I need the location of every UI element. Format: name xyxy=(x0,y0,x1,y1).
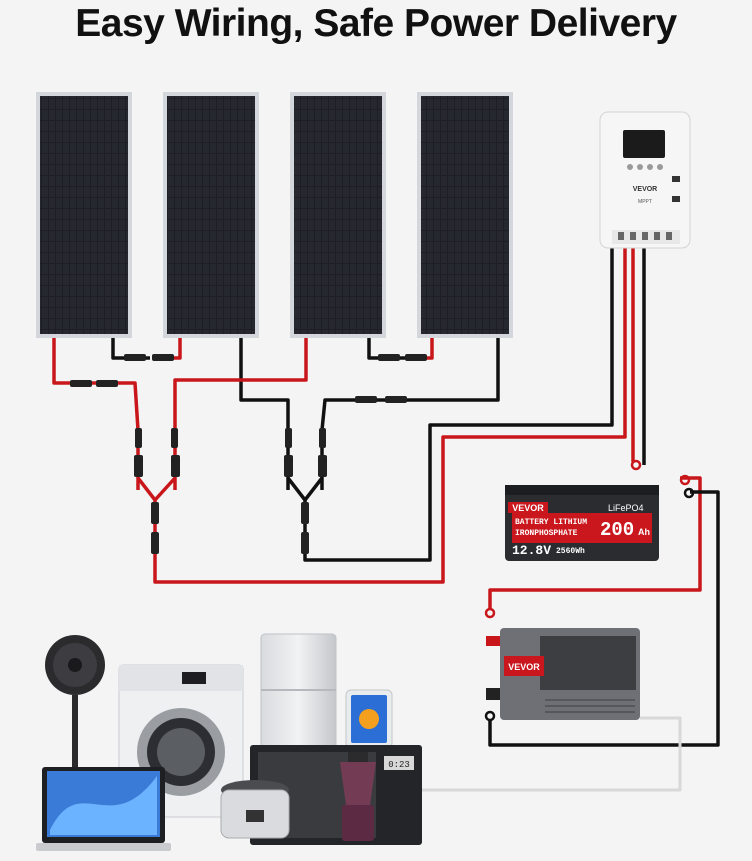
fan-icon xyxy=(45,635,105,780)
microwave-clock: 0:23 xyxy=(388,760,410,770)
page-title: Easy Wiring, Safe Power Delivery xyxy=(75,2,677,45)
battery-capacity-unit: Ah xyxy=(638,527,650,537)
inverter-brand: VEVOR xyxy=(508,662,540,672)
tablet-icon xyxy=(345,689,393,749)
battery-capacity: 200 xyxy=(600,519,634,541)
solar-panel-icon xyxy=(36,92,132,338)
ring-terminals xyxy=(484,459,695,722)
inverter-icon xyxy=(486,628,640,720)
charge-controller-icon xyxy=(599,111,691,249)
wire-black xyxy=(286,476,324,502)
solar-panel-icon xyxy=(163,92,259,338)
battery-line2: IRONPHOSPHATE xyxy=(515,529,578,538)
wire-red xyxy=(488,476,702,610)
wire-ac xyxy=(420,716,682,792)
rice-cooker-icon xyxy=(220,780,290,839)
battery-chem: LiFePO4 xyxy=(608,503,644,513)
laptop-icon xyxy=(36,767,171,851)
wire-red xyxy=(136,476,177,502)
wire-red xyxy=(153,248,627,584)
controller-brand: VEVOR xyxy=(633,186,658,193)
solar-panel-icon xyxy=(290,92,386,338)
blender-icon xyxy=(340,752,376,841)
connectors xyxy=(70,354,427,554)
battery-brand: VEVOR xyxy=(512,503,544,513)
battery-energy: 2560Wh xyxy=(556,547,585,556)
battery-line1: BATTERY LITHIUM xyxy=(515,518,587,527)
controller-model: MPPT xyxy=(638,199,652,205)
wire-black xyxy=(320,338,500,490)
solar-panel-icon xyxy=(417,92,513,338)
battery-icon xyxy=(505,485,659,561)
fridge-icon xyxy=(260,633,337,753)
wire-black xyxy=(239,338,290,490)
wire-black xyxy=(488,490,720,747)
battery-voltage: 12.8V xyxy=(512,543,551,558)
